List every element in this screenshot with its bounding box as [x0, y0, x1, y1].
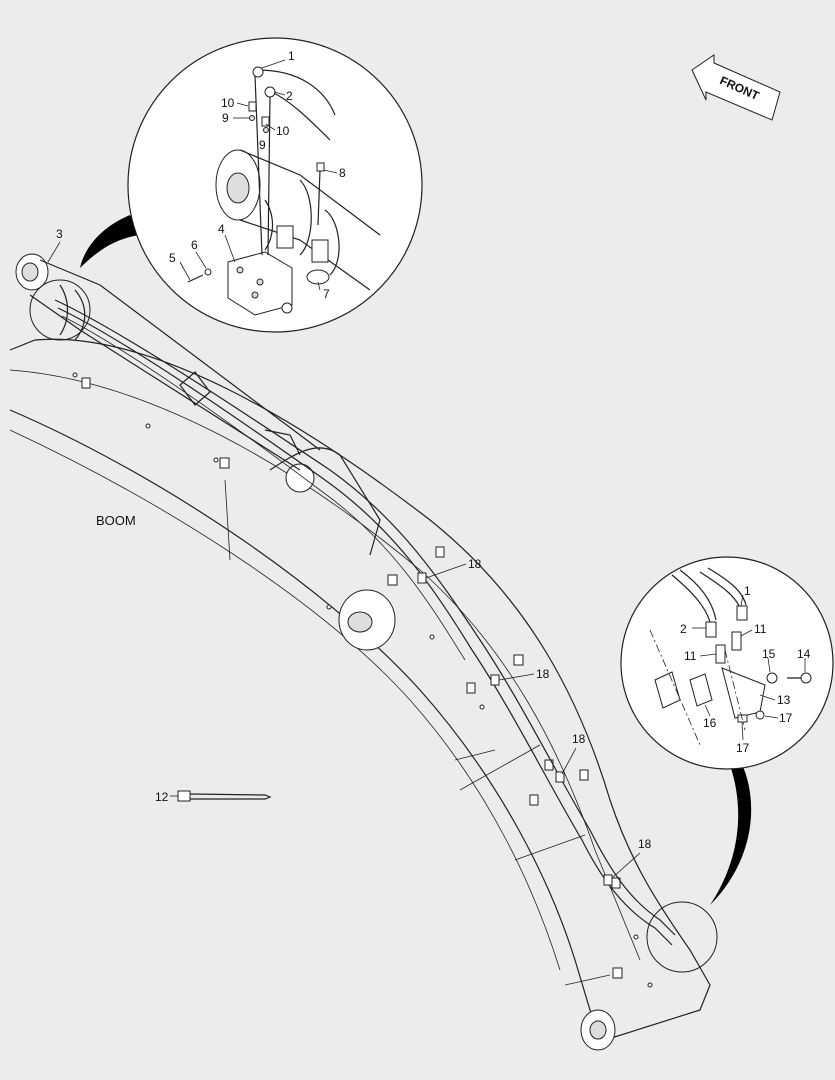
callout-bottom-2: 2 [680, 622, 687, 636]
callout-bottom-11a: 11 [754, 622, 767, 636]
callout-boom-3: 3 [56, 227, 63, 241]
callout-top-7: 7 [323, 287, 330, 301]
callout-boom-12: 12 [155, 790, 169, 804]
callout-boom-18c: 18 [572, 732, 586, 746]
top-detail-circle [127, 37, 423, 333]
callout-bottom-17a: 17 [779, 711, 793, 725]
callout-bottom-15: 15 [762, 647, 776, 661]
callout-top-9b: 9 [259, 138, 266, 152]
callout-top-8: 8 [339, 166, 346, 180]
callout-top-6: 6 [191, 238, 198, 252]
top-detail-view [29, 37, 423, 341]
boom-label: BOOM [96, 513, 136, 528]
bottom-detail-source-circle [646, 901, 718, 973]
callout-top-9a: 9 [222, 111, 229, 125]
callout-bottom-16: 16 [703, 716, 717, 730]
top-detail-pointer [80, 215, 140, 268]
hydraulic-pipes [54, 299, 676, 946]
bottom-detail-circle [620, 556, 834, 770]
callout-top-10a: 10 [221, 96, 235, 110]
bottom-detail-pointer [710, 760, 752, 905]
callout-top-2: 2 [286, 89, 293, 103]
callout-bottom-17b: 17 [736, 741, 750, 755]
callout-boom-18d: 18 [638, 837, 652, 851]
callout-top-5: 5 [169, 251, 176, 265]
callout-bottom-1: 1 [744, 584, 751, 598]
callout-boom-18b: 18 [536, 667, 550, 681]
cable-tie [170, 790, 272, 802]
callout-bottom-14: 14 [797, 647, 811, 661]
callout-boom-18a: 18 [468, 557, 482, 571]
callout-top-1: 1 [288, 49, 295, 63]
callout-top-4: 4 [218, 222, 225, 236]
callout-top-10b: 10 [276, 124, 290, 138]
bottom-detail-view [620, 556, 834, 973]
callout-bottom-11b: 11 [684, 649, 697, 663]
callout-bottom-13: 13 [777, 693, 791, 707]
boom-structure [9, 338, 711, 1051]
top-detail-source-circle [29, 279, 91, 341]
front-direction-arrow: FRONT [691, 54, 781, 121]
